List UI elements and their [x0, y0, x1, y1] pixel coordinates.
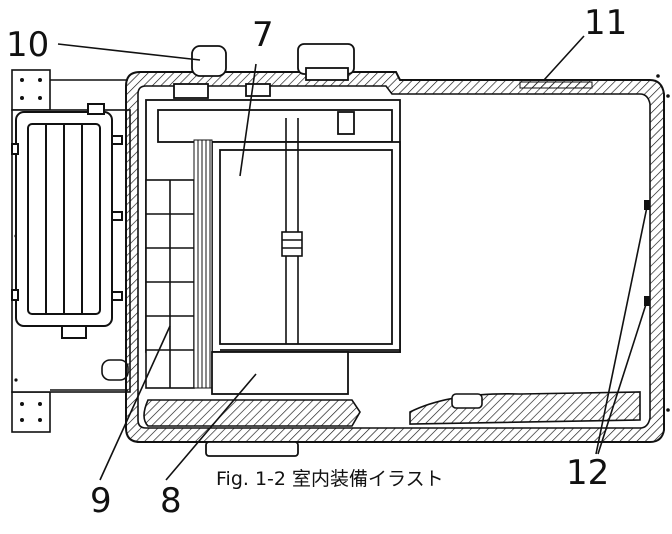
bottom-step [205, 441, 299, 457]
lower-box [211, 351, 349, 395]
side-knob [101, 359, 129, 381]
leader-lines [57, 35, 649, 481]
grille-unit [145, 179, 195, 389]
figure-caption: Fig. 1-2 室内装備イラスト [216, 468, 444, 490]
fin-stack [193, 139, 213, 389]
callout-7: 7 [252, 15, 274, 55]
roof-hatched-panel [519, 81, 593, 89]
callout-10: 10 [6, 25, 50, 65]
floor-hatched [143, 391, 641, 427]
left-side-unit [11, 103, 123, 339]
callout-11: 11 [584, 3, 628, 43]
cabinet-latch [281, 118, 303, 344]
callout-12: 12 [566, 453, 610, 493]
callout-9: 9 [90, 481, 112, 521]
callout-8: 8 [160, 481, 182, 521]
